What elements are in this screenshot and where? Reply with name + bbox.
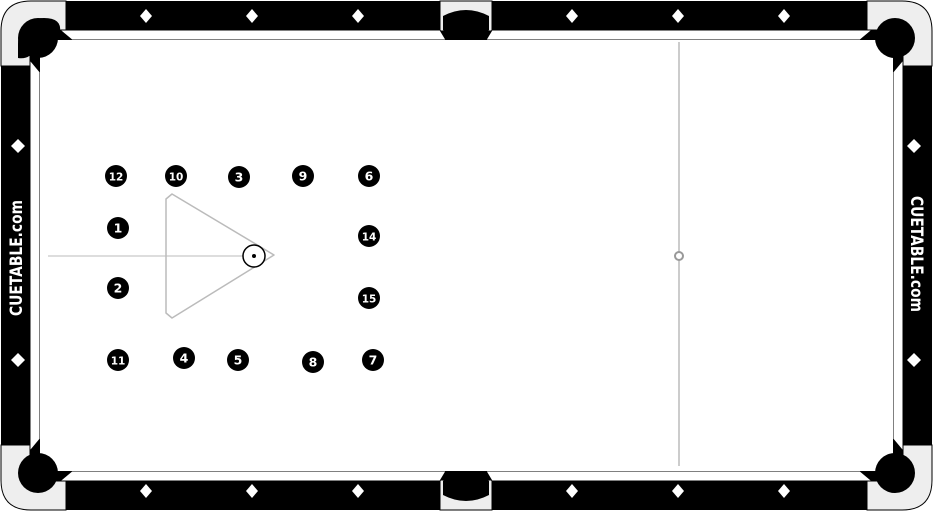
ball-body xyxy=(302,351,324,373)
cushion-right xyxy=(892,58,904,453)
ball-body xyxy=(165,165,187,187)
cushion-bottom-left xyxy=(58,470,447,482)
ball-number: 15 xyxy=(362,294,377,306)
ball-2[interactable]: 2 xyxy=(107,277,129,299)
ball-number: 11 xyxy=(111,356,126,368)
rack-triangle xyxy=(165,193,275,319)
ball-4[interactable]: 4 xyxy=(173,347,195,369)
ball-6[interactable]: 6 xyxy=(358,165,380,187)
ball-number: 5 xyxy=(234,353,243,368)
ball-number: 1 xyxy=(114,221,123,236)
ball-body xyxy=(107,349,129,371)
ball-9[interactable]: 9 xyxy=(292,165,314,187)
ball-3[interactable]: 3 xyxy=(228,166,250,188)
ball-number: 4 xyxy=(180,351,189,366)
ball-1[interactable]: 1 xyxy=(107,217,129,239)
ball-body xyxy=(358,287,380,309)
ball-number: 14 xyxy=(362,232,377,244)
ball-body xyxy=(105,165,127,187)
pockets xyxy=(18,10,915,501)
ball-body xyxy=(358,225,380,247)
ball-7[interactable]: 7 xyxy=(362,349,384,371)
ball-number: 12 xyxy=(109,172,124,184)
ball-number: 8 xyxy=(309,355,318,370)
ball-12[interactable]: 12 xyxy=(105,165,127,187)
foot-spot xyxy=(674,251,684,261)
ball-15[interactable]: 15 xyxy=(358,287,380,309)
ball-body xyxy=(228,166,250,188)
ball-body xyxy=(362,349,384,371)
ball-14[interactable]: 14 xyxy=(358,225,380,247)
ball-number: 9 xyxy=(299,169,308,184)
ball-5[interactable]: 5 xyxy=(227,349,249,371)
ball-body xyxy=(292,165,314,187)
ball-10[interactable]: 10 xyxy=(165,165,187,187)
ball-body xyxy=(173,347,195,369)
ball-8[interactable]: 8 xyxy=(302,351,324,373)
cushion-bottom-right xyxy=(485,470,874,482)
ball-number: 10 xyxy=(169,172,184,184)
ball-body xyxy=(107,217,129,239)
logo-left-text: CUETABLE.com xyxy=(7,200,27,316)
ball-11[interactable]: 11 xyxy=(107,349,129,371)
logo-right: CUETABLE.com xyxy=(904,194,930,314)
logo-right-text: CUETABLE.com xyxy=(906,196,926,312)
rail-diamonds xyxy=(11,9,921,498)
ball-number: 7 xyxy=(369,353,378,368)
ball-body xyxy=(107,277,129,299)
pocket-top-side xyxy=(443,10,489,39)
ball-body xyxy=(227,349,249,371)
ball-number: 2 xyxy=(114,281,123,296)
ball-body xyxy=(358,165,380,187)
cushion-top-right xyxy=(485,29,874,41)
cushion-left xyxy=(29,58,41,453)
pocket-bottom-side xyxy=(443,472,489,501)
ball-number: 6 xyxy=(365,169,374,184)
logo-left: CUETABLE.com xyxy=(3,196,29,316)
cue-ball[interactable] xyxy=(242,244,266,268)
cushion-top-left xyxy=(58,29,447,41)
ball-number: 3 xyxy=(235,170,244,185)
